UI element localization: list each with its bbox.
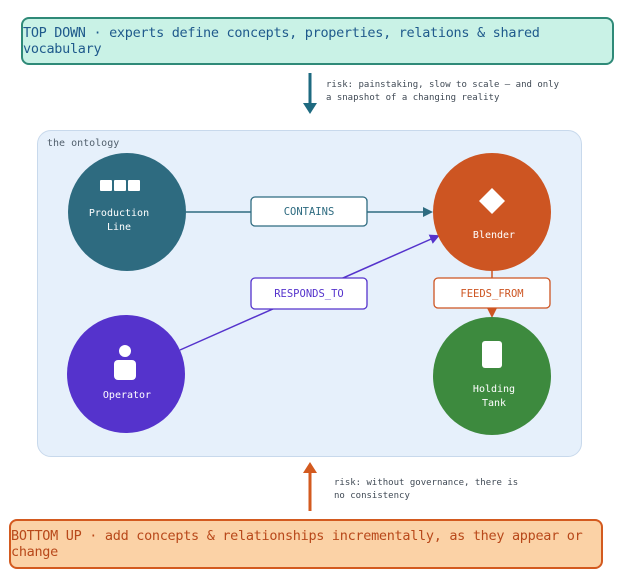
operator-node: Operator xyxy=(67,315,185,433)
bottom-risk-line-2: no consistency xyxy=(334,491,410,501)
bottom-up-banner-text: BOTTOM UP · add concepts & relationships… xyxy=(11,528,583,560)
top-down-risk-note: risk: painstaking, slow to scale — and o… xyxy=(326,79,559,105)
bottom-up-banner: BOTTOM UP · add concepts & relationships… xyxy=(9,519,603,569)
blender-label: Blender xyxy=(473,230,515,241)
top-risk-line-2: a snapshot of a changing reality xyxy=(326,93,500,103)
bottom-up-arrow xyxy=(303,462,317,511)
blender-node: Blender xyxy=(433,153,551,271)
ontology-panel-label: the ontology xyxy=(47,138,120,149)
top-risk-line-1: risk: painstaking, slow to scale — and o… xyxy=(326,80,559,90)
tank-icon xyxy=(482,341,502,368)
bottom-up-risk-note: risk: without governance, there is no co… xyxy=(334,477,518,503)
top-down-banner-text: TOP DOWN · experts define concepts, prop… xyxy=(23,25,540,57)
holding-tank-label-1: Holding xyxy=(473,384,515,395)
production-line-icon xyxy=(100,180,140,191)
top-down-arrow xyxy=(303,73,317,114)
production-line-label-1: Production xyxy=(89,208,149,219)
top-down-banner: TOP DOWN · experts define concepts, prop… xyxy=(21,17,614,65)
person-icon xyxy=(114,345,136,380)
contains-label-text: CONTAINS xyxy=(284,206,335,218)
responds-to-label: RESPONDS_TO xyxy=(250,277,368,310)
responds-to-label-text: RESPONDS_TO xyxy=(274,288,344,300)
holding-tank-label-2: Tank xyxy=(482,398,506,409)
feeds-from-label: FEEDS_FROM xyxy=(433,277,551,309)
holding-tank-node: Holding Tank xyxy=(433,317,551,435)
bottom-risk-line-1: risk: without governance, there is xyxy=(334,478,519,488)
contains-label: CONTAINS xyxy=(250,196,368,227)
production-line-label-2: Line xyxy=(107,222,131,233)
blender-icon xyxy=(479,188,505,214)
feeds-from-label-text: FEEDS_FROM xyxy=(460,288,523,300)
production-line-node: Production Line xyxy=(68,153,186,271)
operator-label: Operator xyxy=(103,390,151,401)
